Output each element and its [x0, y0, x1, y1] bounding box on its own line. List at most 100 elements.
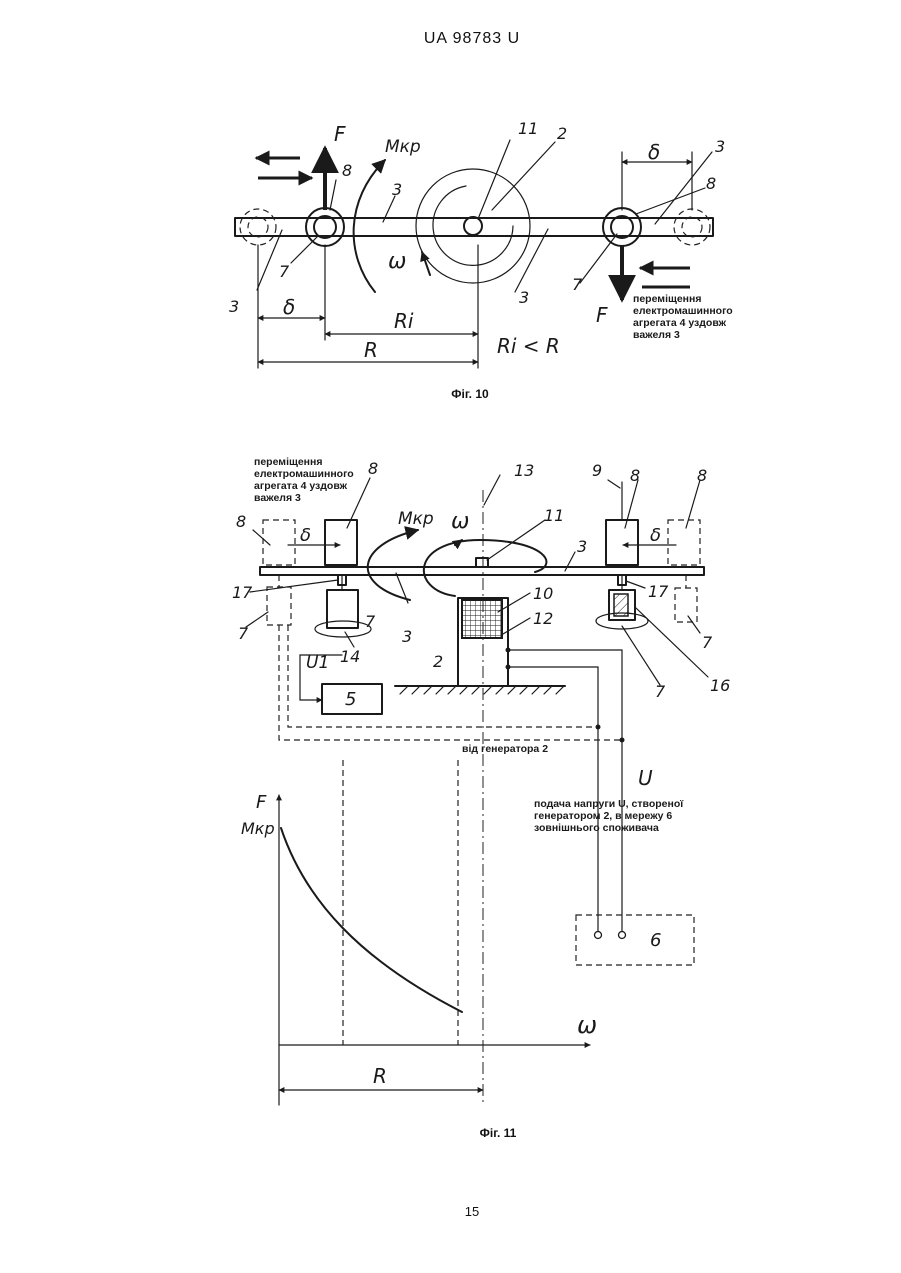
- unit-7-right-ghost: [675, 588, 697, 622]
- note-line: агрегата 4 уздовж: [633, 317, 727, 329]
- lever-bar-3: [260, 567, 704, 575]
- leader-7-right: [580, 234, 617, 283]
- note-line: важеля 3: [633, 329, 680, 341]
- junction-1: [620, 738, 625, 743]
- label-F-bottom: F: [596, 303, 608, 327]
- ground-hatching: [400, 686, 564, 694]
- leader-7-right: [622, 626, 660, 685]
- label-17-left: 17: [232, 583, 253, 602]
- note-movement-fig10: переміщення електромашинного агрегата 4 …: [633, 293, 736, 341]
- note-from-generator: від генератора 2: [462, 743, 548, 755]
- leader-17-right: [626, 581, 645, 588]
- dashed-line-outer: [279, 625, 622, 740]
- label-Ri: Ri: [394, 309, 414, 333]
- rotor-arc-inner: [433, 186, 513, 265]
- dashed-line-inner: [288, 625, 598, 727]
- label-U: U: [638, 766, 653, 790]
- unit-7-left-outer: [306, 208, 344, 246]
- label-omega: ω: [388, 249, 406, 274]
- figure-11-caption: Фіг. 11: [480, 1126, 517, 1140]
- leader-13: [484, 475, 500, 505]
- leader-9: [608, 480, 620, 488]
- label-delta-left-11: δ: [300, 525, 311, 546]
- leader-8-right: [636, 188, 705, 214]
- leader-17-left: [250, 580, 338, 592]
- note-line: переміщення: [254, 456, 323, 468]
- label-Mkr-11: Мкр: [398, 509, 434, 529]
- leader-3-right: [565, 552, 575, 571]
- wire-out-1: [508, 650, 622, 935]
- graph-label-omega: ω: [577, 1011, 597, 1039]
- label-delta-left: δ: [283, 295, 295, 319]
- leader-7-ghost-right: [688, 616, 700, 633]
- leader-8-a: [347, 478, 370, 528]
- graph-curve: [281, 828, 462, 1012]
- label-3-left: 3: [402, 627, 412, 646]
- label-delta-right-11: δ: [650, 525, 661, 546]
- label-7-right: 7: [655, 682, 666, 701]
- note-line: електромашинного: [254, 468, 354, 480]
- winding-10: [462, 600, 502, 638]
- label-11: 11: [518, 119, 538, 138]
- label-7-ghost-right: 7: [702, 633, 713, 652]
- torque-arc-11: [368, 530, 418, 600]
- label-2: 2: [557, 124, 567, 143]
- note-line: зовнішнього споживача: [534, 822, 659, 834]
- consumer-6: [576, 915, 694, 965]
- label-8-c: 8: [697, 466, 707, 485]
- unit-8-right: [606, 520, 638, 565]
- leader-7-left: [291, 236, 318, 263]
- note-line: генератором 2, в мережу 6: [534, 810, 672, 822]
- label-delta-right: δ: [648, 140, 660, 164]
- shaft-11: [464, 217, 482, 235]
- unit-left-ghost-inner: [248, 217, 268, 237]
- label-9: 9: [592, 461, 602, 480]
- unit-7-right-outer: [603, 208, 641, 246]
- terminal-2: [506, 665, 511, 670]
- label-Mkr: Мкр: [385, 137, 421, 157]
- label-13: 13: [514, 461, 534, 480]
- leader-8-left: [330, 180, 336, 210]
- label-12: 12: [533, 609, 553, 628]
- figure-10: F Мкр 8 3 7 3 ω 11 2 3 δ 3 8 7 F δ Ri R …: [229, 119, 736, 401]
- terminal-1: [506, 648, 511, 653]
- torque-arc: [354, 160, 385, 292]
- unit-right-ghost-outer: [674, 209, 710, 245]
- label-8-left: 8: [342, 161, 352, 180]
- note-line: важеля 3: [254, 492, 301, 504]
- figure-11: 13 9 8 8 8 8 Мкр ω 11 3 3 17 17 10 12 7 …: [232, 456, 730, 1140]
- label-7-left: 7: [365, 612, 376, 631]
- page-number: 15: [465, 1204, 479, 1219]
- unit-8-left: [325, 520, 357, 565]
- graph-label-F: F: [256, 792, 267, 813]
- shaft-top: [476, 558, 488, 567]
- unit-7-left-inner: [314, 216, 336, 238]
- unit-left-ghost-outer: [240, 209, 276, 245]
- label-8-d: 8: [236, 512, 246, 531]
- leader-3-b: [257, 230, 282, 290]
- label-R: R: [364, 338, 378, 362]
- label-7-left: 7: [279, 262, 290, 281]
- note-line: подача напруги U, створеної: [534, 798, 684, 810]
- label-16: 16: [710, 676, 730, 695]
- label-8-right: 8: [706, 174, 716, 193]
- leader-3-c: [515, 229, 548, 292]
- figure-10-caption: Фіг. 10: [451, 387, 489, 401]
- label-F-top: F: [334, 122, 346, 146]
- patent-number: UA 98783 U: [424, 30, 520, 47]
- leader-8-c: [686, 480, 700, 528]
- label-8-a: 8: [368, 459, 378, 478]
- leader-8-d: [253, 530, 270, 545]
- note-line: переміщення: [633, 293, 702, 305]
- note-line: агрегата 4 уздовж: [254, 480, 348, 492]
- note-supply: подача напруги U, створеної генератором …: [534, 798, 686, 834]
- note-movement-fig11: переміщення електромашинного агрегата 4 …: [254, 456, 357, 504]
- label-7-ghost-left: 7: [238, 624, 249, 643]
- label-10: 10: [533, 584, 553, 603]
- unit-8-right-ghost: [668, 520, 700, 565]
- label-6: 6: [650, 930, 661, 951]
- unit-7-left-ghost: [267, 587, 291, 625]
- label-5: 5: [345, 689, 356, 710]
- label-8-b: 8: [630, 466, 640, 485]
